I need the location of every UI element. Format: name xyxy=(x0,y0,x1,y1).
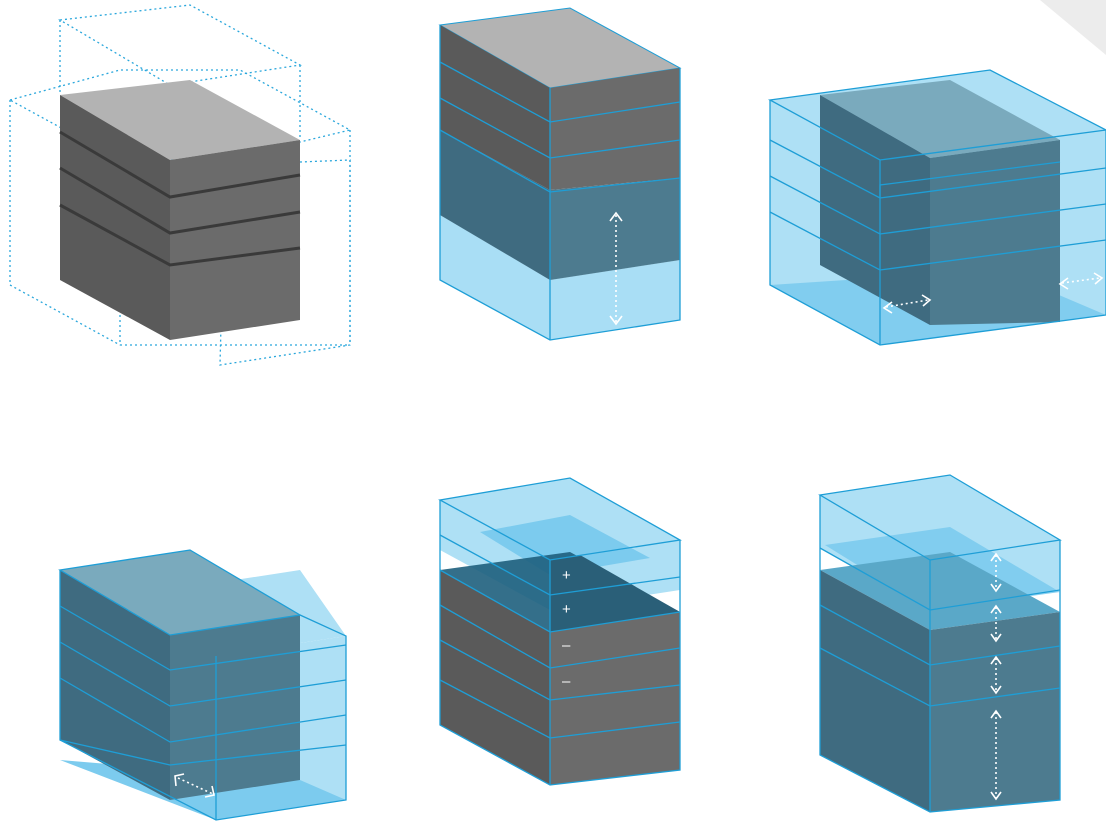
horizontal-arrow-right xyxy=(1058,272,1104,290)
gray-stack-upper xyxy=(438,7,682,190)
panel-horizontal-extension-one-side xyxy=(58,549,347,821)
floor-edges xyxy=(818,474,1062,813)
panel-horizontal-extension xyxy=(767,69,1106,346)
floor-edges xyxy=(58,549,347,821)
panel-envelope-volumes xyxy=(8,4,352,366)
minus-marker: – xyxy=(562,637,571,654)
page-corner-fold xyxy=(1040,0,1106,55)
diagonal-arrow xyxy=(174,773,215,798)
gray-stack xyxy=(59,80,301,340)
panel-storey-addition: + + – – xyxy=(438,477,682,786)
floor-edges xyxy=(438,477,682,786)
panel-storey-height xyxy=(818,474,1062,813)
floor-edges xyxy=(767,69,1106,346)
plus-marker: + xyxy=(562,567,571,584)
gray-stack xyxy=(440,552,680,785)
panel-vertical-extension xyxy=(438,7,682,341)
plus-marker: + xyxy=(562,601,571,618)
horizontal-arrow-left xyxy=(882,294,932,314)
vertical-arrows xyxy=(990,552,1002,801)
minus-marker: – xyxy=(562,673,571,690)
floor-edges xyxy=(439,25,681,341)
vertical-arrow xyxy=(609,211,623,326)
teal-stack-lower xyxy=(440,130,680,280)
blue-extension-volume xyxy=(440,215,680,340)
storey-markers: + + – – xyxy=(562,567,571,690)
